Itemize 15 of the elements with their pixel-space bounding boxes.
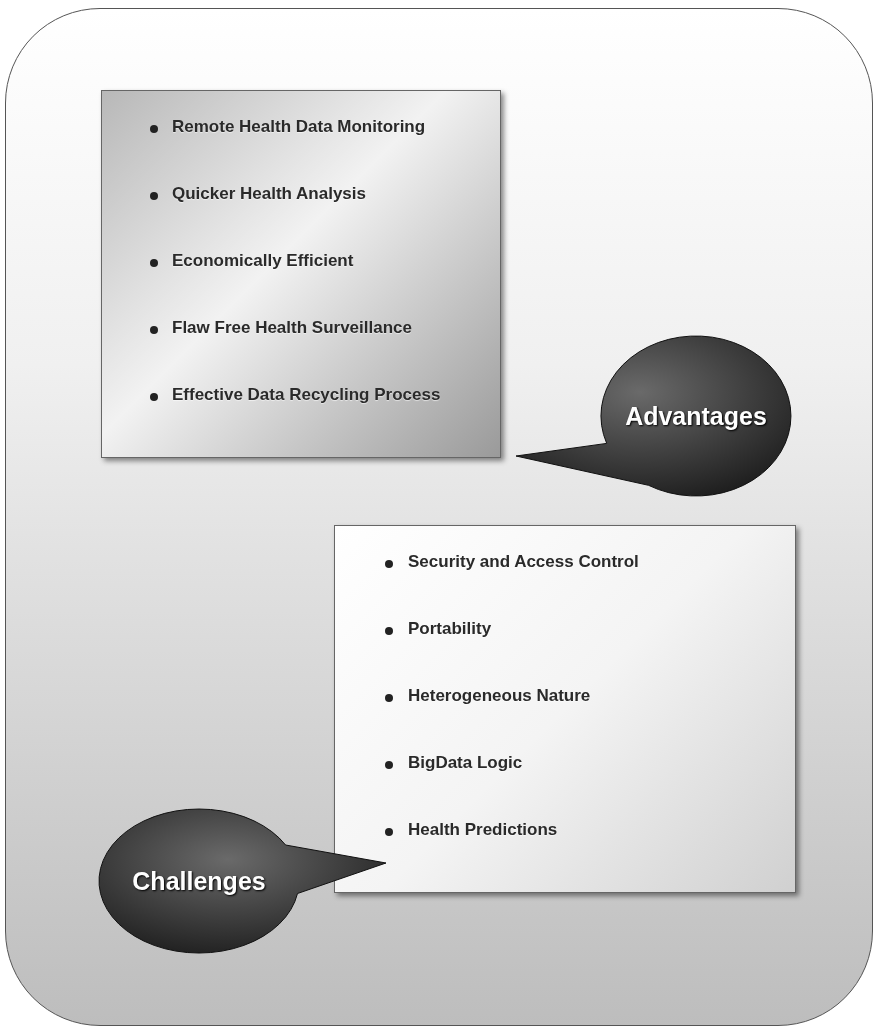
- list-box: [334, 525, 796, 893]
- list-item-text: Remote Health Data Monitoring: [172, 117, 426, 137]
- list-item-text: Flaw Free Health Surveillance: [172, 318, 412, 338]
- list-item-text: Economically Efficient: [172, 251, 354, 271]
- list-item-text: Heterogeneous Nature: [408, 686, 591, 706]
- list-item-text: Portability: [408, 619, 492, 639]
- list-item-text: Quicker Health Analysis: [172, 184, 366, 204]
- list-item-text: BigData Logic: [408, 753, 523, 773]
- list-box: [101, 90, 501, 458]
- rounded-panel: [5, 8, 873, 1026]
- bubble-label: Advantages: [625, 401, 767, 431]
- list-item-text: Health Predictions: [408, 820, 558, 840]
- list-item-text: Security and Access Control: [408, 552, 639, 572]
- list-item-text: Effective Data Recycling Process: [172, 385, 441, 405]
- bubble-label: Challenges: [132, 866, 266, 896]
